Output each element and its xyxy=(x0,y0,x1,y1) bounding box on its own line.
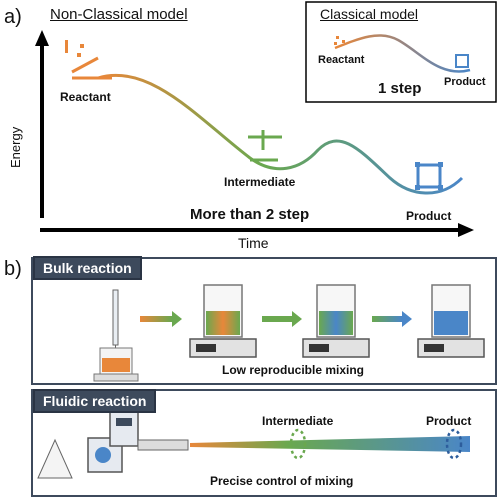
product-droplet xyxy=(445,428,463,460)
energy-axis xyxy=(35,30,49,218)
energy-axis-label: Energy xyxy=(8,126,23,168)
fluidic-product-label: Product xyxy=(426,414,472,428)
bulk-reaction-frame xyxy=(31,257,497,385)
inset-product-label: Product xyxy=(444,76,486,88)
fluidic-reaction-title: Fluidic reaction xyxy=(33,389,157,413)
beaker-stirrer-1 xyxy=(189,284,257,358)
syringe-pump-icon xyxy=(37,411,189,479)
intermediate-label: Intermediate xyxy=(224,175,296,189)
inset-reactant-icon xyxy=(334,36,345,45)
reactant-label: Reactant xyxy=(60,90,111,104)
bulk-arrow-1 xyxy=(140,311,182,327)
product-label: Product xyxy=(406,209,452,223)
bulk-arrow-3 xyxy=(372,311,412,327)
fluidic-channel xyxy=(190,436,470,452)
classical-title: Classical model xyxy=(320,6,419,22)
fluidic-intermediate-label: Intermediate xyxy=(262,414,334,428)
classical-curve xyxy=(334,34,471,73)
beaker-stirrer-2 xyxy=(302,284,370,358)
intermediate-icon xyxy=(248,130,282,162)
reactant-icon xyxy=(65,40,112,80)
inset-steps-label: 1 step xyxy=(378,80,422,97)
fluidic-reaction-frame xyxy=(31,389,497,497)
product-icon xyxy=(415,162,443,190)
beaker-stirrer-3 xyxy=(417,284,485,358)
fluidic-caption: Precise control of mixing xyxy=(210,474,354,488)
time-axis-label: Time xyxy=(238,235,269,251)
steps-label: More than 2 step xyxy=(190,206,310,223)
panel-a-letter: a) xyxy=(4,6,22,28)
inset-product-icon xyxy=(455,54,469,68)
time-axis xyxy=(40,223,474,237)
intermediate-droplet xyxy=(289,428,307,460)
classical-model-inset xyxy=(305,1,497,103)
bulk-arrow-2 xyxy=(262,311,302,327)
burette-setup-icon xyxy=(93,289,139,382)
inset-reactant-label: Reactant xyxy=(318,54,365,66)
bulk-reaction-title: Bulk reaction xyxy=(33,256,142,280)
panel-b-letter: b) xyxy=(4,258,22,280)
energy-profile-curve xyxy=(97,73,464,195)
non-classical-title: Non-Classical model xyxy=(50,6,188,23)
bulk-caption: Low reproducible mixing xyxy=(222,363,365,377)
